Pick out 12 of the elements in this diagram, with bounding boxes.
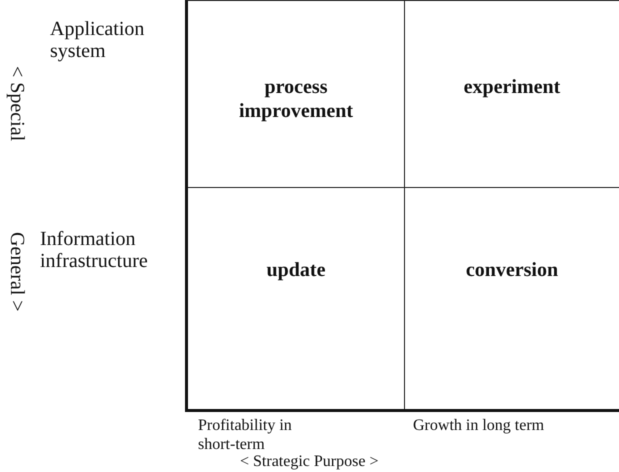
quadrant-label: process improvement xyxy=(238,75,354,123)
axis-label: < Strategic Purpose > xyxy=(240,452,378,471)
column-label: Profitability in short-term xyxy=(198,416,293,454)
quadrant-label: conversion xyxy=(466,258,558,282)
column-label: Growth in long term xyxy=(413,416,546,435)
axis-label: < Special xyxy=(6,66,28,142)
quadrant-label: update xyxy=(266,258,326,282)
matrix-quadrant xyxy=(188,1,405,188)
axis-label: General > xyxy=(6,232,28,312)
row-label: Information infrastructure xyxy=(40,228,149,272)
quadrant-label: experiment xyxy=(464,75,560,99)
row-label: Application system xyxy=(50,18,146,62)
